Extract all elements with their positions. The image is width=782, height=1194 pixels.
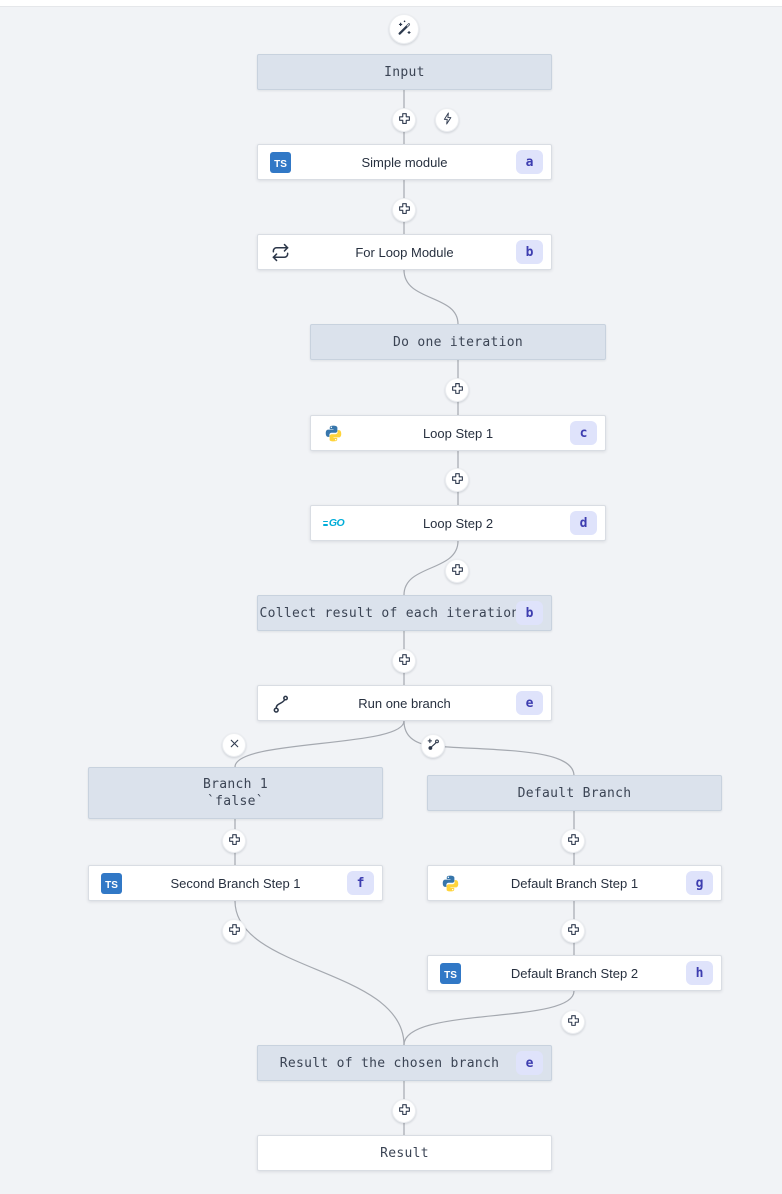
node-label: Input (384, 64, 425, 80)
step-id-badge: c (570, 421, 597, 445)
repeat-icon (270, 242, 291, 263)
node-result[interactable]: Result (257, 1135, 552, 1171)
plus-icon (566, 1013, 581, 1031)
step-id-badge: d (570, 511, 597, 535)
node-label: Second Branch Step 1 (170, 875, 301, 891)
insert-step-button[interactable] (445, 559, 469, 583)
node-default-branch-step-2[interactable]: TS Default Branch Step 2 h (427, 955, 722, 991)
plus-icon (450, 381, 465, 399)
node-label: Loop Step 1 (422, 425, 494, 441)
node-label: Do one iteration (392, 334, 524, 350)
plus-icon (450, 471, 465, 489)
node-default-branch-step-1[interactable]: Default Branch Step 1 g (427, 865, 722, 901)
node-label: Simple module (361, 154, 448, 170)
node-label: Loop Step 2 (422, 515, 494, 531)
node-sublabel: `false` (207, 794, 264, 809)
edge (403, 990, 575, 1046)
ai-flow-builder-button[interactable] (389, 14, 419, 44)
python-icon (323, 423, 344, 444)
node-default-branch[interactable]: Default Branch (427, 775, 722, 811)
top-border-bar (0, 0, 782, 7)
step-id-badge: h (686, 961, 713, 985)
insert-step-button[interactable] (445, 468, 469, 492)
plus-icon (450, 562, 465, 580)
node-input[interactable]: Input (257, 54, 552, 90)
delete-branch-button[interactable] (222, 733, 246, 757)
plus-icon (566, 922, 581, 940)
node-label: Result (380, 1145, 429, 1161)
edge (431, 745, 575, 777)
plus-icon (397, 201, 412, 219)
step-id-badge: e (516, 1051, 543, 1075)
insert-step-button[interactable] (561, 1010, 585, 1034)
go-icon: GO (322, 513, 345, 534)
node-second-branch-step-1[interactable]: TS Second Branch Step 1 f (88, 865, 383, 901)
node-simple-module[interactable]: TS Simple module a (257, 144, 552, 180)
plus-icon (397, 652, 412, 670)
node-label: For Loop Module (355, 244, 454, 260)
plus-icon (397, 1102, 412, 1120)
zap-icon (440, 111, 455, 129)
insert-step-button[interactable] (561, 919, 585, 943)
node-branch-1[interactable]: Branch 1 `false` (88, 767, 383, 819)
node-do-one-iteration[interactable]: Do one iteration (310, 324, 606, 360)
add-branch-button[interactable] (421, 734, 445, 758)
step-id-badge: a (516, 150, 543, 174)
insert-step-button[interactable] (222, 919, 246, 943)
edge (403, 540, 459, 596)
insert-step-button[interactable] (392, 1099, 416, 1123)
edge (234, 900, 405, 1046)
node-result-of-chosen-branch[interactable]: Result of the chosen branch e (257, 1045, 552, 1081)
step-id-badge: e (516, 691, 543, 715)
insert-step-button[interactable] (392, 108, 416, 132)
node-label: Branch 1 (202, 777, 268, 792)
step-id-badge: b (516, 601, 543, 625)
step-id-badge: g (686, 871, 713, 895)
branch-one-icon (270, 693, 291, 714)
edge (234, 720, 405, 768)
python-icon (440, 873, 461, 894)
insert-step-button[interactable] (392, 649, 416, 673)
insert-step-button[interactable] (445, 378, 469, 402)
add-trigger-button[interactable] (435, 108, 459, 132)
insert-step-button[interactable] (392, 198, 416, 222)
node-label: Default Branch Step 1 (510, 875, 639, 891)
node-run-one-branch[interactable]: Run one branch e (257, 685, 552, 721)
wand-sparkles-icon (395, 19, 413, 40)
node-for-loop-module[interactable]: For Loop Module b (257, 234, 552, 270)
node-label: Result of the chosen branch (279, 1055, 500, 1071)
step-id-badge: b (516, 240, 543, 264)
typescript-icon: TS (270, 151, 291, 173)
step-id-badge: f (347, 871, 374, 895)
typescript-icon: TS (440, 962, 461, 984)
git-branch-plus-icon (426, 737, 441, 755)
node-loop-step-2[interactable]: GO Loop Step 2 d (310, 505, 606, 541)
node-label: Run one branch (358, 695, 451, 711)
plus-icon (566, 832, 581, 850)
node-loop-step-1[interactable]: Loop Step 1 c (310, 415, 606, 451)
node-collect-result[interactable]: Collect result of each iteration b (257, 595, 552, 631)
node-label: Collect result of each iteration (259, 605, 520, 621)
plus-icon (397, 111, 412, 129)
node-label: Default Branch (517, 785, 632, 801)
x-icon (228, 737, 241, 753)
plus-icon (227, 832, 242, 850)
insert-step-button[interactable] (561, 829, 585, 853)
edge (403, 269, 459, 325)
typescript-icon: TS (101, 872, 122, 894)
node-label: Default Branch Step 2 (510, 965, 639, 981)
plus-icon (227, 922, 242, 940)
insert-step-button[interactable] (222, 829, 246, 853)
